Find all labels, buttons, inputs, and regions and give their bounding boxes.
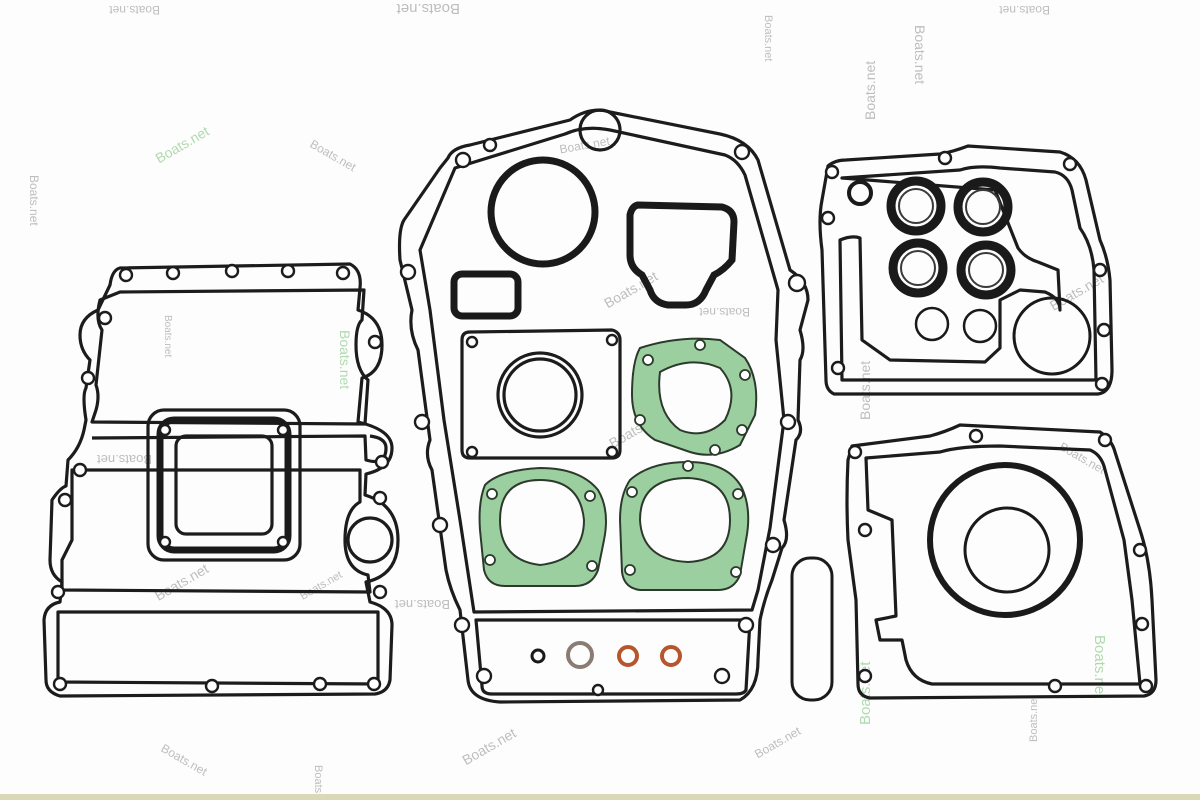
long-oring — [790, 556, 834, 702]
small-rect-rubber-gasket — [450, 270, 522, 320]
left-gasket — [42, 262, 400, 698]
watermark: Boats.net — [159, 741, 210, 779]
oil-seals — [847, 176, 1016, 300]
square-cylinder-gasket — [460, 328, 622, 460]
watermark: Boats.net — [1091, 635, 1108, 699]
watermark: Boats.net — [699, 305, 750, 319]
green-gasket-bottom-right — [618, 460, 750, 591]
watermark: Boats.net — [395, 597, 450, 612]
trapezoid-rubber-gasket — [626, 201, 738, 309]
left-gasket-window — [156, 416, 292, 554]
watermark: Boats.net — [27, 175, 41, 226]
watermark: Boats.net — [752, 723, 803, 761]
round-seal — [487, 156, 599, 268]
watermark: Boats.net — [298, 569, 344, 603]
watermark: Boats.net — [97, 452, 152, 467]
watermark: Boats.net — [762, 15, 774, 61]
watermark: Boats.net — [1028, 696, 1040, 742]
watermark: Boats.net — [396, 0, 460, 17]
watermark: Boats.net — [312, 765, 324, 800]
right-bottom-gasket — [845, 423, 1158, 700]
watermark: Boats.net — [308, 137, 359, 175]
watermark: Boats.net — [912, 25, 928, 84]
bottom-edge — [0, 794, 1200, 800]
watermark: Boats.net — [162, 315, 173, 357]
green-gasket-bottom-left — [478, 466, 607, 587]
watermark: Boats.net — [153, 123, 212, 166]
right-top-gasket — [818, 144, 1114, 396]
small-washers — [530, 641, 682, 669]
watermark: Boats.net — [152, 560, 211, 603]
watermark: Boats.net — [862, 61, 878, 120]
o-rings — [914, 296, 1092, 376]
watermark: Boats.net — [999, 3, 1050, 17]
center-gasket — [397, 108, 810, 704]
green-gasket-top-right — [630, 337, 758, 456]
watermark: Boats.net — [857, 361, 873, 420]
watermark: Boats.net — [459, 725, 518, 768]
watermark: Boats.net — [337, 330, 353, 389]
watermark: Boats.net — [109, 3, 160, 17]
